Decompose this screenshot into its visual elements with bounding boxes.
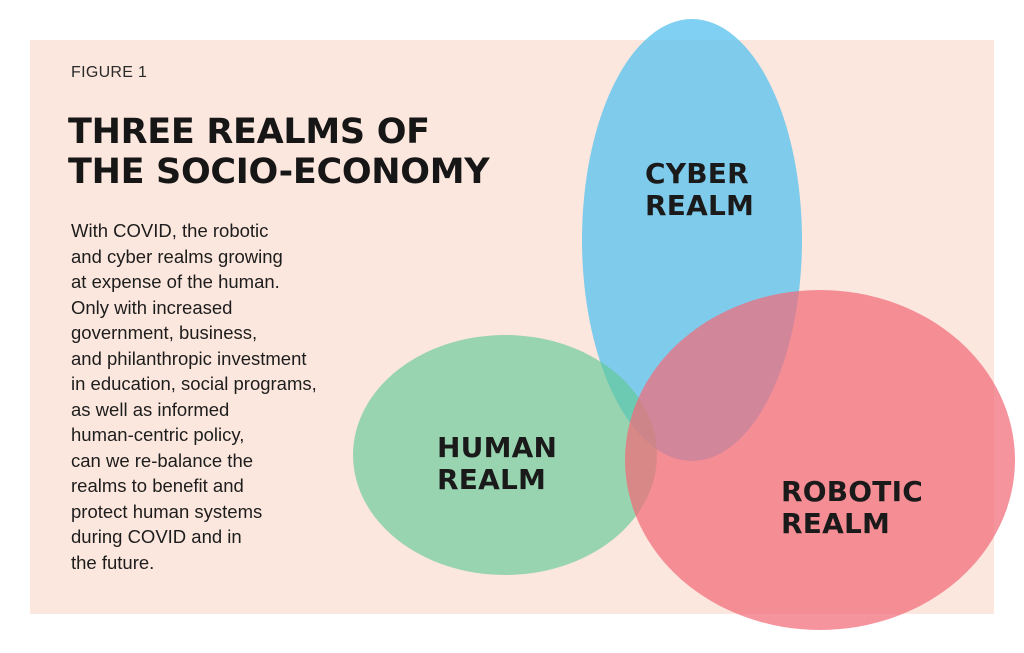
description-line: With COVID, the robotic bbox=[71, 220, 269, 241]
figure-label: FIGURE 1 bbox=[71, 64, 148, 81]
description-line: during COVID and in bbox=[71, 526, 242, 547]
description-line: government, business, bbox=[71, 322, 258, 343]
cyber-realm-label-line-2: REALM bbox=[645, 189, 755, 222]
robotic-realm-ellipse bbox=[625, 290, 1015, 630]
human-realm-label-line-1: HUMAN bbox=[437, 431, 558, 464]
title-line-1: THREE REALMS OF bbox=[68, 112, 430, 152]
description-line: realms to benefit and bbox=[71, 475, 244, 496]
cyber-realm-label-line-1: CYBER bbox=[645, 157, 749, 190]
human-realm-label-line-2: REALM bbox=[437, 463, 547, 496]
description-line: in education, social programs, bbox=[71, 373, 317, 394]
description-line: can we re-balance the bbox=[71, 449, 254, 471]
description-line: Only with increased bbox=[71, 296, 233, 318]
figure-title: THREE REALMS OF THE SOCIO-ECONOMY bbox=[68, 112, 528, 192]
robotic-realm-label: ROBOTIC REALM bbox=[781, 476, 923, 540]
description-line: protect human systems bbox=[71, 500, 263, 522]
description-line: the future. bbox=[71, 551, 155, 573]
description-line: and philanthropic investment bbox=[71, 347, 307, 369]
description-line: at expense of the human. bbox=[71, 271, 280, 292]
human-realm-label: HUMAN REALM bbox=[437, 432, 557, 496]
human-realm-ellipse bbox=[353, 335, 657, 575]
description-line: and cyber realms growing bbox=[71, 245, 283, 267]
cyber-realm-label: CYBER REALM bbox=[645, 158, 754, 222]
title-line-2: THE SOCIO-ECONOMY bbox=[68, 152, 490, 192]
description-line: as well as informed bbox=[71, 398, 230, 420]
robotic-realm-label-line-2: REALM bbox=[781, 507, 891, 540]
robotic-realm-label-line-1: ROBOTIC bbox=[781, 475, 923, 508]
description-text: With COVID, the robotic and cyber realms… bbox=[71, 218, 317, 575]
description-line: human-centric policy, bbox=[71, 424, 245, 445]
